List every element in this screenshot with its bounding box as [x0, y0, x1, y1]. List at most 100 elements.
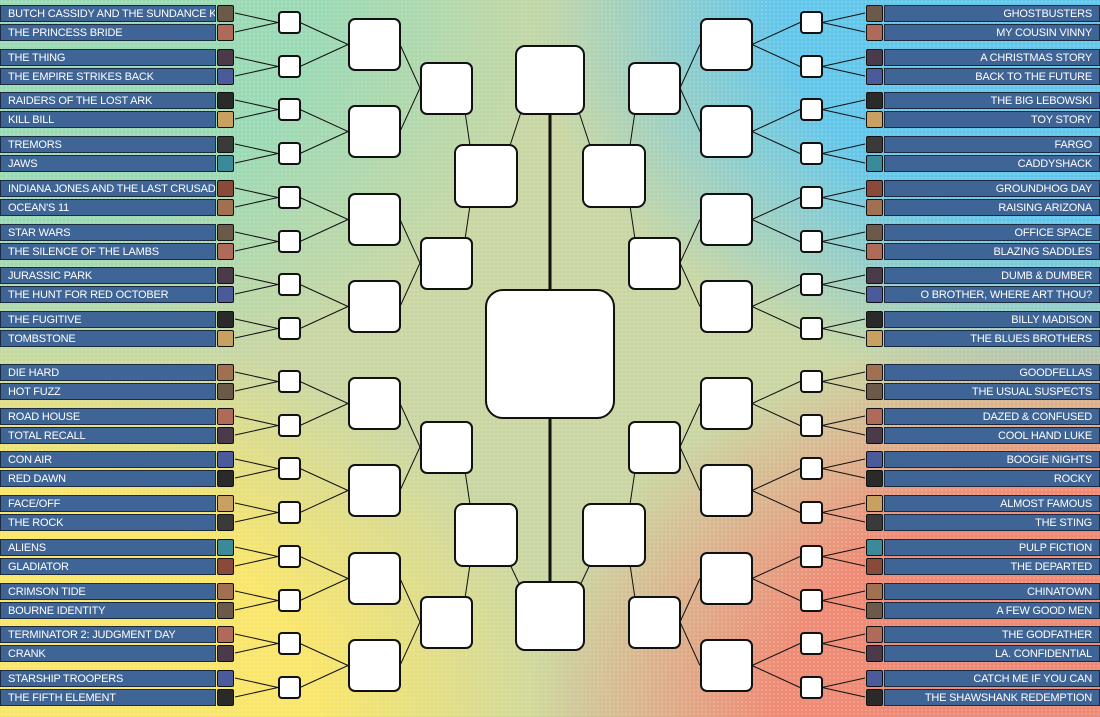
quarterfinal-slot[interactable] — [454, 143, 518, 208]
quarterfinal-slot[interactable] — [582, 502, 646, 567]
round1-slot[interactable] — [277, 370, 301, 393]
team-label[interactable]: BACK TO THE FUTURE — [884, 68, 1100, 85]
round2-slot[interactable] — [347, 639, 401, 692]
team-label[interactable]: THE FIFTH ELEMENT — [0, 689, 216, 706]
team-label[interactable]: THE USUAL SUSPECTS — [884, 383, 1100, 400]
round3-slot[interactable] — [419, 236, 473, 290]
team-label[interactable]: THE DEPARTED — [884, 558, 1100, 575]
team-label[interactable]: BOOGIE NIGHTS — [884, 451, 1100, 468]
team-label[interactable]: ROAD HOUSE — [0, 408, 216, 425]
round1-slot[interactable] — [277, 589, 301, 612]
round3-slot[interactable] — [419, 420, 473, 474]
team-label[interactable]: TREMORS — [0, 136, 216, 153]
team-label[interactable]: THE SILENCE OF THE LAMBS — [0, 243, 216, 260]
round3-slot[interactable] — [627, 61, 681, 115]
team-label[interactable]: BILLY MADISON — [884, 311, 1100, 328]
round1-slot[interactable] — [799, 98, 823, 121]
team-label[interactable]: KILL BILL — [0, 111, 216, 128]
round1-slot[interactable] — [799, 55, 823, 78]
round1-slot[interactable] — [799, 457, 823, 480]
round1-slot[interactable] — [799, 186, 823, 209]
team-label[interactable]: RAISING ARIZONA — [884, 199, 1100, 216]
round3-slot[interactable] — [419, 595, 473, 649]
team-label[interactable]: OCEAN'S 11 — [0, 199, 216, 216]
team-label[interactable]: CRANK — [0, 645, 216, 662]
team-label[interactable]: THE STING — [884, 514, 1100, 531]
round2-slot[interactable] — [699, 377, 753, 430]
round1-slot[interactable] — [799, 11, 823, 34]
round2-slot[interactable] — [347, 18, 401, 71]
round2-slot[interactable] — [347, 193, 401, 246]
team-label[interactable]: ROCKY — [884, 470, 1100, 487]
team-label[interactable]: RAIDERS OF THE LOST ARK — [0, 92, 216, 109]
team-label[interactable]: CRIMSON TIDE — [0, 583, 216, 600]
round2-slot[interactable] — [699, 105, 753, 158]
team-label[interactable]: CATCH ME IF YOU CAN — [884, 670, 1100, 687]
team-label[interactable]: A CHRISTMAS STORY — [884, 49, 1100, 66]
team-label[interactable]: FACE/OFF — [0, 495, 216, 512]
team-label[interactable]: INDIANA JONES AND THE LAST CRUSADE — [0, 180, 216, 197]
team-label[interactable]: THE FUGITIVE — [0, 311, 216, 328]
team-label[interactable]: GOODFELLAS — [884, 364, 1100, 381]
team-label[interactable]: TERMINATOR 2: JUDGMENT DAY — [0, 626, 216, 643]
round2-slot[interactable] — [347, 105, 401, 158]
team-label[interactable]: THE BIG LEBOWSKI — [884, 92, 1100, 109]
team-label[interactable]: ALMOST FAMOUS — [884, 495, 1100, 512]
round1-slot[interactable] — [799, 230, 823, 253]
team-label[interactable]: CADDYSHACK — [884, 155, 1100, 172]
team-label[interactable]: BUTCH CASSIDY AND THE SUNDANCE KID — [0, 5, 216, 22]
round1-slot[interactable] — [277, 414, 301, 437]
team-label[interactable]: TOY STORY — [884, 111, 1100, 128]
round1-slot[interactable] — [277, 457, 301, 480]
team-label[interactable]: JURASSIC PARK — [0, 267, 216, 284]
round1-slot[interactable] — [799, 142, 823, 165]
team-label[interactable]: HOT FUZZ — [0, 383, 216, 400]
team-label[interactable]: LA. CONFIDENTIAL — [884, 645, 1100, 662]
team-label[interactable]: OFFICE SPACE — [884, 224, 1100, 241]
round1-slot[interactable] — [799, 414, 823, 437]
round1-slot[interactable] — [799, 317, 823, 340]
team-label[interactable]: BLAZING SADDLES — [884, 243, 1100, 260]
quarterfinal-slot[interactable] — [582, 143, 646, 208]
round1-slot[interactable] — [277, 545, 301, 568]
round2-slot[interactable] — [699, 639, 753, 692]
round3-slot[interactable] — [627, 236, 681, 290]
round3-slot[interactable] — [627, 420, 681, 474]
team-label[interactable]: THE BLUES BROTHERS — [884, 330, 1100, 347]
team-label[interactable]: BOURNE IDENTITY — [0, 602, 216, 619]
round1-slot[interactable] — [799, 676, 823, 699]
team-label[interactable]: THE PRINCESS BRIDE — [0, 24, 216, 41]
team-label[interactable]: THE GODFATHER — [884, 626, 1100, 643]
round2-slot[interactable] — [699, 552, 753, 605]
round2-slot[interactable] — [699, 464, 753, 517]
round1-slot[interactable] — [799, 501, 823, 524]
team-label[interactable]: MY COUSIN VINNY — [884, 24, 1100, 41]
team-label[interactable]: STAR WARS — [0, 224, 216, 241]
team-label[interactable]: THE SHAWSHANK REDEMPTION — [884, 689, 1100, 706]
round1-slot[interactable] — [277, 632, 301, 655]
round2-slot[interactable] — [699, 280, 753, 333]
round2-slot[interactable] — [347, 280, 401, 333]
round1-slot[interactable] — [277, 676, 301, 699]
semifinal-slot-bottom[interactable] — [515, 581, 585, 651]
round1-slot[interactable] — [277, 317, 301, 340]
round1-slot[interactable] — [277, 142, 301, 165]
team-label[interactable]: THE HUNT FOR RED OCTOBER — [0, 286, 216, 303]
round1-slot[interactable] — [799, 589, 823, 612]
champion-slot[interactable] — [485, 289, 615, 419]
team-label[interactable]: A FEW GOOD MEN — [884, 602, 1100, 619]
team-label[interactable]: O BROTHER, WHERE ART THOU? — [884, 286, 1100, 303]
team-label[interactable]: GROUNDHOG DAY — [884, 180, 1100, 197]
round1-slot[interactable] — [799, 545, 823, 568]
round1-slot[interactable] — [277, 98, 301, 121]
team-label[interactable]: THE EMPIRE STRIKES BACK — [0, 68, 216, 85]
round1-slot[interactable] — [277, 11, 301, 34]
round2-slot[interactable] — [347, 464, 401, 517]
team-label[interactable]: PULP FICTION — [884, 539, 1100, 556]
round1-slot[interactable] — [799, 370, 823, 393]
team-label[interactable]: FARGO — [884, 136, 1100, 153]
team-label[interactable]: ALIENS — [0, 539, 216, 556]
team-label[interactable]: THE ROCK — [0, 514, 216, 531]
round1-slot[interactable] — [799, 632, 823, 655]
quarterfinal-slot[interactable] — [454, 502, 518, 567]
